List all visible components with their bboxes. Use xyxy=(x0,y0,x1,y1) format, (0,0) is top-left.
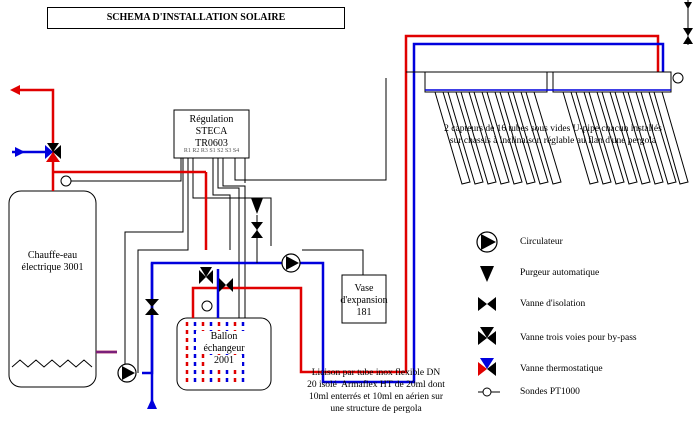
chauffe-eau-heating-element xyxy=(11,359,93,368)
chauffe-eau-tank xyxy=(8,190,97,388)
regulation-line2: STECA xyxy=(195,126,228,137)
solar-collectors xyxy=(406,71,689,185)
capteurs-note-line2: sur chassis à inclinaison réglable au fl… xyxy=(449,136,657,146)
vase-line3: 181 xyxy=(356,307,372,318)
legend-auto-purge-icon xyxy=(480,266,494,282)
vase-expansion-box xyxy=(341,274,387,324)
sensor-icon xyxy=(60,175,72,187)
legend-label-sondes: Sondes PT1000 xyxy=(520,387,580,397)
cold-supply-arrow-icon xyxy=(147,398,157,409)
vase-line2: d'expansion xyxy=(340,295,388,306)
controller-wiring xyxy=(66,78,387,373)
legend-three-way-valve-icon xyxy=(478,327,496,345)
diagram-title: SCHEMA D'INSTALLATION SOLAIRE xyxy=(47,7,345,29)
legend-label-vanne-trois-voies: Vanne trois voies pour by-pass xyxy=(520,333,637,343)
circulator-icon xyxy=(281,253,301,273)
liaison-note-line1: Liaison par tube inox flexible DN xyxy=(311,368,441,378)
liaison-note-line3: 10ml enterrés et 10ml en aérien sur xyxy=(308,392,443,402)
legend-isolation-valve-icon xyxy=(478,297,496,311)
legend-label-purgeur: Purgeur automatique xyxy=(520,268,600,278)
regulation-box xyxy=(173,109,250,159)
cold-inlet-arrow-icon xyxy=(15,147,25,157)
legend-circulator-icon xyxy=(476,231,498,253)
legend-label-vanne-thermostatique: Vanne thermostatique xyxy=(520,364,603,374)
ballon-line3: 2001 xyxy=(206,355,242,366)
ballon-line1: Ballon xyxy=(196,331,252,342)
regulation-line3: TR0603 xyxy=(195,138,228,149)
legend-label-circulateur: Circulateur xyxy=(520,237,563,247)
vase-connection xyxy=(302,249,364,275)
capteurs-note-line1: 2 capteurs de 16 tubes sous vides U-pipe… xyxy=(444,124,662,134)
three-way-valve-icon xyxy=(199,267,213,284)
isolation-valve-icon xyxy=(219,278,233,292)
ballon-line2: échangeur xyxy=(196,343,252,354)
legend-sensor-icon xyxy=(478,387,500,397)
ballon-tank xyxy=(176,317,272,391)
vase-line1: Vase xyxy=(354,283,374,294)
regulation-terminals: R1 R2 R3 S1 S2 S3 S4 xyxy=(183,148,240,154)
circulator-icon xyxy=(117,363,137,383)
top-isolation-valve-icon xyxy=(683,0,693,45)
sensor-icon xyxy=(672,72,684,84)
hot-outlet-arrow-icon xyxy=(10,85,20,95)
regulation-line1: Régulation xyxy=(189,114,234,125)
liaison-note-line2: 20 isolé Armaflex HT de 20ml dont xyxy=(307,380,445,390)
isolation-valve-icon xyxy=(251,222,263,238)
sensor-icon xyxy=(201,300,213,312)
thermostatic-valve-icon xyxy=(45,143,61,162)
chauffe-eau-line1: Chauffe-eau xyxy=(27,250,78,261)
legend-label-vanne-isolation: Vanne d'isolation xyxy=(520,299,586,309)
chauffe-eau-line2: électrique 3001 xyxy=(21,262,84,273)
isolation-valve-icon xyxy=(145,299,159,315)
liaison-note-line4: une structure de pergola xyxy=(330,404,422,414)
legend-thermostatic-valve-icon xyxy=(478,358,496,376)
